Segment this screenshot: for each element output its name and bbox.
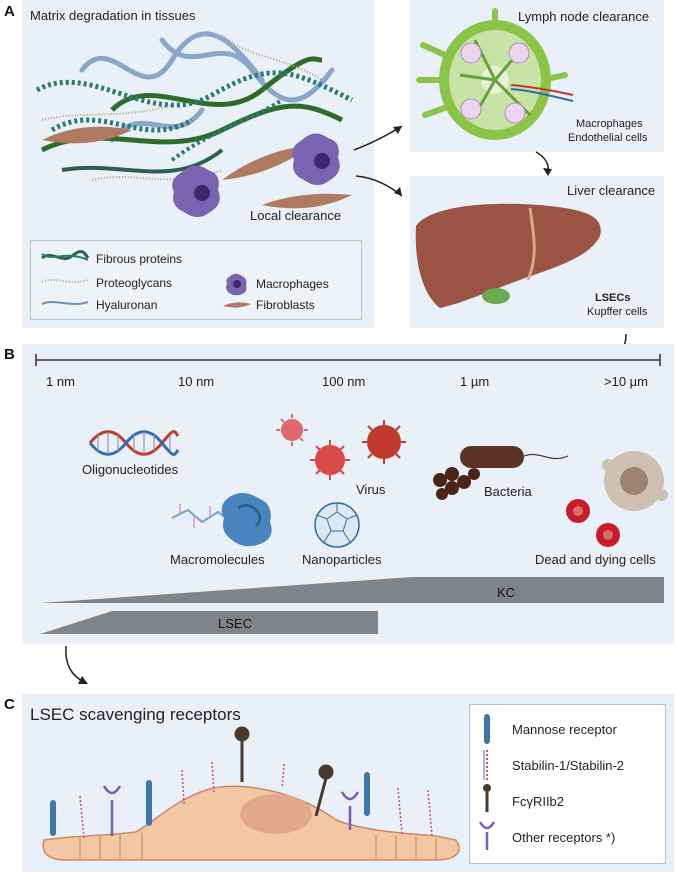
matrix-illustration: [35, 31, 354, 217]
liver-title: Liver clearance: [567, 183, 656, 198]
fibroblast-legend-icon: [223, 302, 251, 308]
matrix-title: Matrix degradation in tissues: [30, 8, 196, 23]
panel-b-letter: B: [4, 346, 15, 363]
panel-a-letter: A: [4, 3, 15, 20]
macrophage-legend-icon: [225, 273, 247, 296]
legend-mannose-label: Mannose receptor: [512, 722, 617, 737]
lymph-cells-endothelial: Endothelial cells: [568, 132, 648, 144]
panel-c-letter: C: [4, 696, 15, 713]
lymph-cells-macrophages: Macrophages: [576, 118, 643, 130]
other-receptor-icon: [478, 821, 496, 850]
kc-ramp: [40, 577, 664, 603]
local-clearance-label: Local clearance: [250, 208, 342, 223]
legend-fibrous-label: Fibrous proteins: [96, 252, 183, 266]
legend-other-label: Other receptors *): [512, 830, 616, 845]
liver-cells-lsecs: LSECs: [595, 292, 631, 304]
nanoparticles-label: Nanoparticles: [302, 552, 382, 567]
legend-hyaluronan-label: Hyaluronan: [96, 298, 158, 312]
scale-tick-1nm: 1 nm: [46, 374, 75, 389]
size-scale-bar: [35, 354, 661, 366]
dead-cells-label: Dead and dying cells: [535, 552, 656, 567]
macromolecule-icon: [171, 493, 272, 547]
virus-label: Virus: [356, 482, 386, 497]
bacteria-icon: [433, 446, 569, 500]
macromolecules-label: Macromolecules: [170, 552, 265, 567]
oligonucleotides-label: Oligonucleotides: [82, 462, 179, 477]
arrow-to-lymph: [353, 125, 403, 151]
legend-macrophages-label: Macrophages: [256, 277, 329, 291]
nanoparticle-icon: [314, 502, 360, 548]
bacteria-label: Bacteria: [484, 484, 532, 499]
proteoglycan-legend-icon: [41, 279, 89, 283]
dead-cells-icon: [566, 451, 668, 547]
virus-icon: [276, 414, 406, 480]
hyaluronan-legend-icon: [41, 301, 89, 305]
scale-tick-100nm: 100 nm: [322, 374, 366, 389]
arrow-to-liver: [355, 175, 403, 197]
scale-tick-10nm: 10 nm: [178, 374, 215, 389]
legend-stabilin-label: Stabilin-1/Stabilin-2: [512, 758, 625, 773]
legend-proteoglycans-label: Proteoglycans: [96, 276, 173, 290]
fibrous-legend-icon: [41, 250, 90, 261]
scale-tick-10um: >10 µm: [604, 374, 648, 389]
scale-tick-1um: 1 µm: [460, 374, 490, 389]
lsec-ramp: [40, 611, 378, 634]
legend-fibroblasts-label: Fibroblasts: [256, 298, 315, 312]
dna-icon: [88, 430, 180, 456]
liver-illustration: [415, 203, 601, 308]
liver-cells-kupffer: Kupffer cells: [587, 306, 648, 318]
arrow-lymph-to-liver: [535, 151, 552, 176]
lsec-label: LSEC: [218, 616, 252, 631]
arrow-b-to-c: [65, 645, 88, 684]
mannose-receptor-icon: [484, 714, 490, 744]
lsec-cell-illustration: [42, 726, 460, 861]
lymph-node-illustration: [416, 8, 574, 140]
receptor-legend: [469, 704, 666, 864]
legend-fc-label: FcγRIIb2: [512, 794, 565, 809]
stabilin-receptor-icon: [483, 750, 488, 780]
lymph-title: Lymph node clearance: [518, 9, 650, 24]
kc-label: KC: [497, 585, 516, 600]
fc-receptor-icon: [483, 784, 491, 812]
receptor-panel-title: LSEC scavenging receptors: [30, 705, 241, 724]
